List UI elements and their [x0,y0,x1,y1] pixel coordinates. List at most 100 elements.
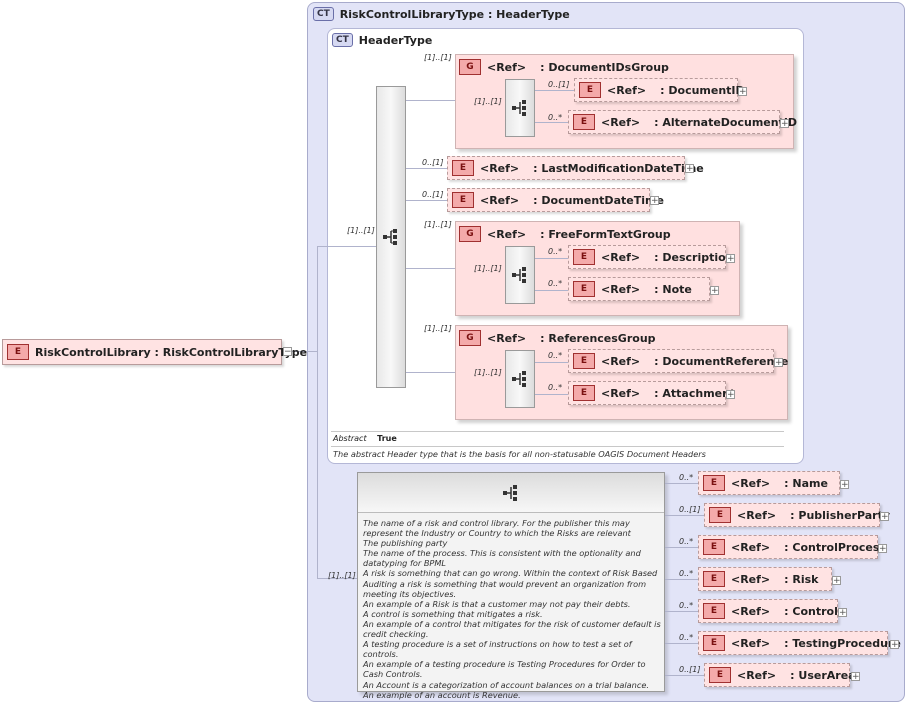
abstract-row: Abstract True [333,434,397,443]
element-ref: <Ref> [731,540,771,554]
connector [534,122,568,123]
element-user-area[interactable]: E <Ref> : UserArea [704,663,856,687]
element-publisher-party[interactable]: E <Ref> : PublisherParty [704,503,890,527]
element-note[interactable]: E <Ref> : Note [568,277,710,301]
documentation-line: A testing procedure is a set of instruct… [363,639,632,660]
element-testing-procedure[interactable]: E <Ref> : TestingProcedure [698,631,901,655]
connector [406,372,456,373]
documentation-line: The publishing party [363,538,448,549]
expand-toggle[interactable]: + [838,608,847,618]
connector [406,200,448,201]
expand-toggle[interactable]: + [650,196,659,206]
connector [406,100,456,101]
element-name[interactable]: E <Ref> : Name [698,471,840,495]
group-sequence[interactable] [505,246,535,304]
expand-toggle[interactable]: + [738,87,747,97]
expand-toggle[interactable]: + [726,254,735,264]
expand-toggle[interactable]: + [832,576,841,586]
element-document-date-time[interactable]: E <Ref> : DocumentDateTime [447,188,664,212]
group-sequence[interactable] [505,350,535,408]
documentation-line: An example of a testing procedure is Tes… [363,659,646,670]
element-last-modification-date-time[interactable]: E <Ref> : LastModificationDateTime [447,156,704,180]
element-label: : TestingProcedure [784,636,901,650]
group-header: G <Ref> : ReferencesGroup [459,330,662,346]
element-description[interactable]: E <Ref> : Description [568,245,734,269]
expand-toggle[interactable]: + [710,286,719,296]
connector [534,394,568,395]
connector [665,515,704,516]
documentation-line: credit checking. [363,629,429,640]
group-icon: G [459,226,481,242]
root-element[interactable]: E RiskControlLibrary : RiskControlLibrar… [2,339,307,365]
sequence-compositor-icon [383,229,397,245]
connector [534,290,568,291]
element-ref: <Ref> [737,668,777,682]
element-icon: E [573,353,595,369]
extension-documentation: The name of a risk and control library. … [363,518,663,700]
divider [331,446,784,447]
documentation-line: An example of a Risk is that a customer … [363,598,631,609]
element-icon: E [7,344,29,360]
connector [665,547,698,548]
element-document-reference[interactable]: E <Ref> : DocumentReference [568,349,788,373]
element-document-id[interactable]: E <Ref> : DocumentID [574,78,745,102]
cardinality: [1]..[1] [328,571,356,580]
element-name: : Attachment [654,386,736,400]
connector [317,246,377,247]
element-control[interactable]: E <Ref> : Control [698,599,838,623]
inner-complex-type-header: CT HeaderType [332,33,432,47]
expand-toggle[interactable]: + [780,119,789,129]
group-name: : ReferencesGroup [540,331,656,345]
outer-type-title: RiskControlLibraryType : HeaderType [339,7,570,21]
element-icon: E [709,667,731,683]
element-icon: E [703,635,725,651]
documentation-line: Cash Controls. [363,669,423,680]
documentation-line: A risk is something that can go wrong. W… [363,568,658,579]
element-icon: E [709,507,731,523]
abstract-value: True [377,434,397,443]
cardinality: 0..* [679,601,694,610]
expand-toggle[interactable]: + [851,672,860,682]
element-icon: E [703,603,725,619]
complex-type-icon: CT [313,7,334,21]
group-icon: G [459,330,481,346]
element-alternate-document-id[interactable]: E <Ref> : AlternateDocumentID [568,110,797,134]
group-ref: <Ref> [487,60,527,74]
connector [665,483,698,484]
group-sequence[interactable] [505,79,535,137]
group-icon: G [459,59,481,75]
element-ref: <Ref> [480,161,520,175]
element-ref: <Ref> [731,636,771,650]
cardinality: 0..[1] [679,505,701,514]
group-header: G <Ref> : DocumentIDsGroup [459,59,675,75]
group-header: G <Ref> : FreeFormTextGroup [459,226,677,242]
cardinality: [1]..[1] [474,264,502,273]
expand-toggle[interactable]: + [878,544,887,554]
expand-toggle[interactable]: + [840,480,849,490]
group-ref: <Ref> [487,227,527,241]
expand-toggle[interactable]: + [890,640,899,650]
header-sequence[interactable] [376,86,406,388]
collapse-toggle[interactable]: − [283,347,292,357]
connector [534,90,574,91]
connector [665,579,698,580]
element-icon: E [452,192,474,208]
expand-toggle[interactable]: + [774,358,783,368]
connector [665,643,698,644]
expand-toggle[interactable]: + [726,390,735,400]
expand-toggle[interactable]: + [880,512,889,522]
element-ref: <Ref> [731,476,771,490]
cardinality: 0..* [679,473,694,482]
group-ref: <Ref> [487,331,527,345]
cardinality: [1]..[1] [424,53,452,62]
complex-type-icon: CT [332,33,353,47]
element-icon: E [573,385,595,401]
element-attachment[interactable]: E <Ref> : Attachment [568,381,735,405]
expand-toggle[interactable]: + [685,164,694,174]
element-risk[interactable]: E <Ref> : Risk [698,567,832,591]
connector [534,362,568,363]
element-control-process[interactable]: E <Ref> : ControlProcess [698,535,886,559]
sequence-compositor-icon [503,484,517,501]
cardinality: 0..* [548,247,563,256]
sequence-compositor-icon [512,100,526,116]
